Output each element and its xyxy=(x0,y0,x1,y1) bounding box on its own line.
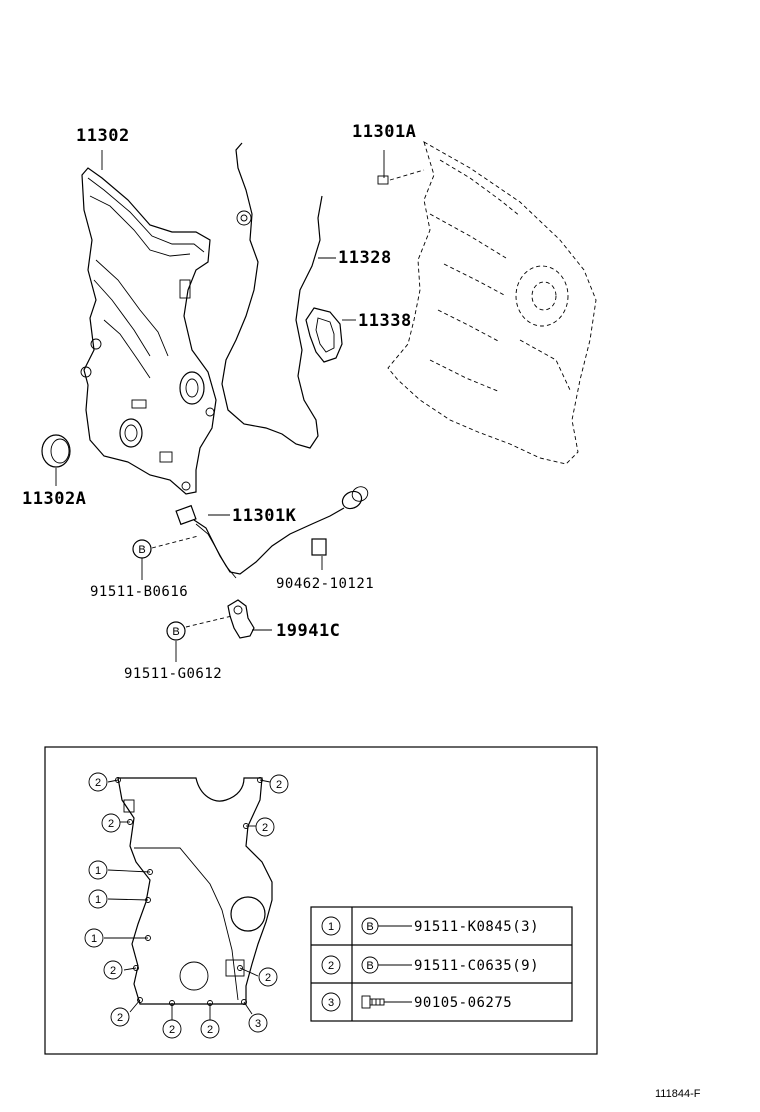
inset-callout-3: 2 xyxy=(101,813,121,833)
inset-cover-outline xyxy=(117,777,273,1005)
svg-text:1: 1 xyxy=(95,894,101,906)
cover-gasket-drawing xyxy=(221,142,323,449)
inset-callout-13: 3 xyxy=(248,1013,268,1033)
legend-row-3: 3 90105-06275 xyxy=(321,992,512,1012)
part-label-11328: 11328 xyxy=(338,248,392,268)
legend-row-1-part: 91511-K0845(3) xyxy=(414,919,539,935)
legend-row-2-num: 2 xyxy=(328,960,334,972)
o-ring-gasket-drawing xyxy=(305,307,343,363)
cylinder-block-outline xyxy=(387,141,597,465)
part-label-90462-10121: 90462-10121 xyxy=(276,576,374,592)
svg-text:2: 2 xyxy=(117,1012,123,1024)
svg-text:2: 2 xyxy=(110,965,116,977)
inset-callout-11: 2 xyxy=(162,1019,182,1039)
timing-chain-cover-drawing xyxy=(80,167,217,495)
legend-row-1-symbol: B xyxy=(366,921,373,933)
part-label-91511-g0612: 91511-G0612 xyxy=(124,666,222,682)
part-labels: 11302 11301A 11328 11338 11302A 11301K 9… xyxy=(22,122,416,682)
part-label-11338: 11338 xyxy=(358,311,412,331)
inset-callouts: 2 2 2 2 1 1 1 2 2 2 2 2 3 xyxy=(84,772,289,1039)
legend-row-2-symbol: B xyxy=(366,960,373,972)
inset-callout-5: 1 xyxy=(88,860,108,880)
inset-callout-12: 2 xyxy=(200,1019,220,1039)
svg-text:2: 2 xyxy=(262,822,268,834)
inset-callout-7: 1 xyxy=(84,928,104,948)
bolt-legend-table: 1 B 91511-K0845(3) 2 B 91511-C0635(9) 3 xyxy=(310,906,573,1022)
oil-seal-drawing xyxy=(41,434,71,468)
bolt-marker-b-1: B xyxy=(132,539,152,559)
inset-callout-6: 1 xyxy=(88,889,108,909)
svg-text:1: 1 xyxy=(91,933,97,945)
inset-callout-1: 2 xyxy=(88,772,108,792)
sensor-with-wire-drawing xyxy=(175,486,369,579)
svg-text:1: 1 xyxy=(95,865,101,877)
part-label-19941c: 19941C xyxy=(276,621,340,641)
inset-callout-9: 2 xyxy=(258,967,278,987)
flange-bolt-icon xyxy=(361,995,385,1009)
svg-text:2: 2 xyxy=(207,1024,213,1036)
part-label-91511-b0616: 91511-B0616 xyxy=(90,584,188,600)
svg-text:2: 2 xyxy=(108,818,114,830)
legend-row-2-part: 91511-C0635(9) xyxy=(414,958,539,974)
part-label-11301a: 11301A xyxy=(352,122,416,142)
inset-callout-leaders xyxy=(104,779,271,1020)
legend-row-1-num: 1 xyxy=(328,921,334,933)
svg-text:2: 2 xyxy=(265,972,271,984)
legend-row-3-part: 90105-06275 xyxy=(414,995,512,1011)
bolt-location-inset-frame xyxy=(44,746,598,1055)
inset-bolt-holes xyxy=(115,777,263,1006)
svg-text:2: 2 xyxy=(276,779,282,791)
legend-row-3-num: 3 xyxy=(328,997,334,1009)
inset-callout-4: 2 xyxy=(255,817,275,837)
part-label-11302: 11302 xyxy=(76,126,130,146)
svg-text:2: 2 xyxy=(169,1024,175,1036)
inset-callout-10: 2 xyxy=(110,1007,130,1027)
legend-row-2: 2 B 91511-C0635(9) xyxy=(321,955,539,975)
svg-text:3: 3 xyxy=(255,1018,261,1030)
inset-callout-2: 2 xyxy=(269,774,289,794)
svg-text:B: B xyxy=(172,626,179,638)
part-leaders xyxy=(55,150,425,662)
illustration-reference-number: 111844-F xyxy=(655,1088,701,1100)
legend-row-1: 1 B 91511-K0845(3) xyxy=(321,916,539,936)
svg-text:2: 2 xyxy=(95,777,101,789)
position-sensor-drawing xyxy=(227,599,255,639)
bolt-marker-b-2: B xyxy=(166,621,186,641)
inset-callout-8: 2 xyxy=(103,960,123,980)
svg-text:B: B xyxy=(138,544,145,556)
part-label-11302a: 11302A xyxy=(22,489,86,509)
part-label-11301k: 11301K xyxy=(232,506,297,526)
